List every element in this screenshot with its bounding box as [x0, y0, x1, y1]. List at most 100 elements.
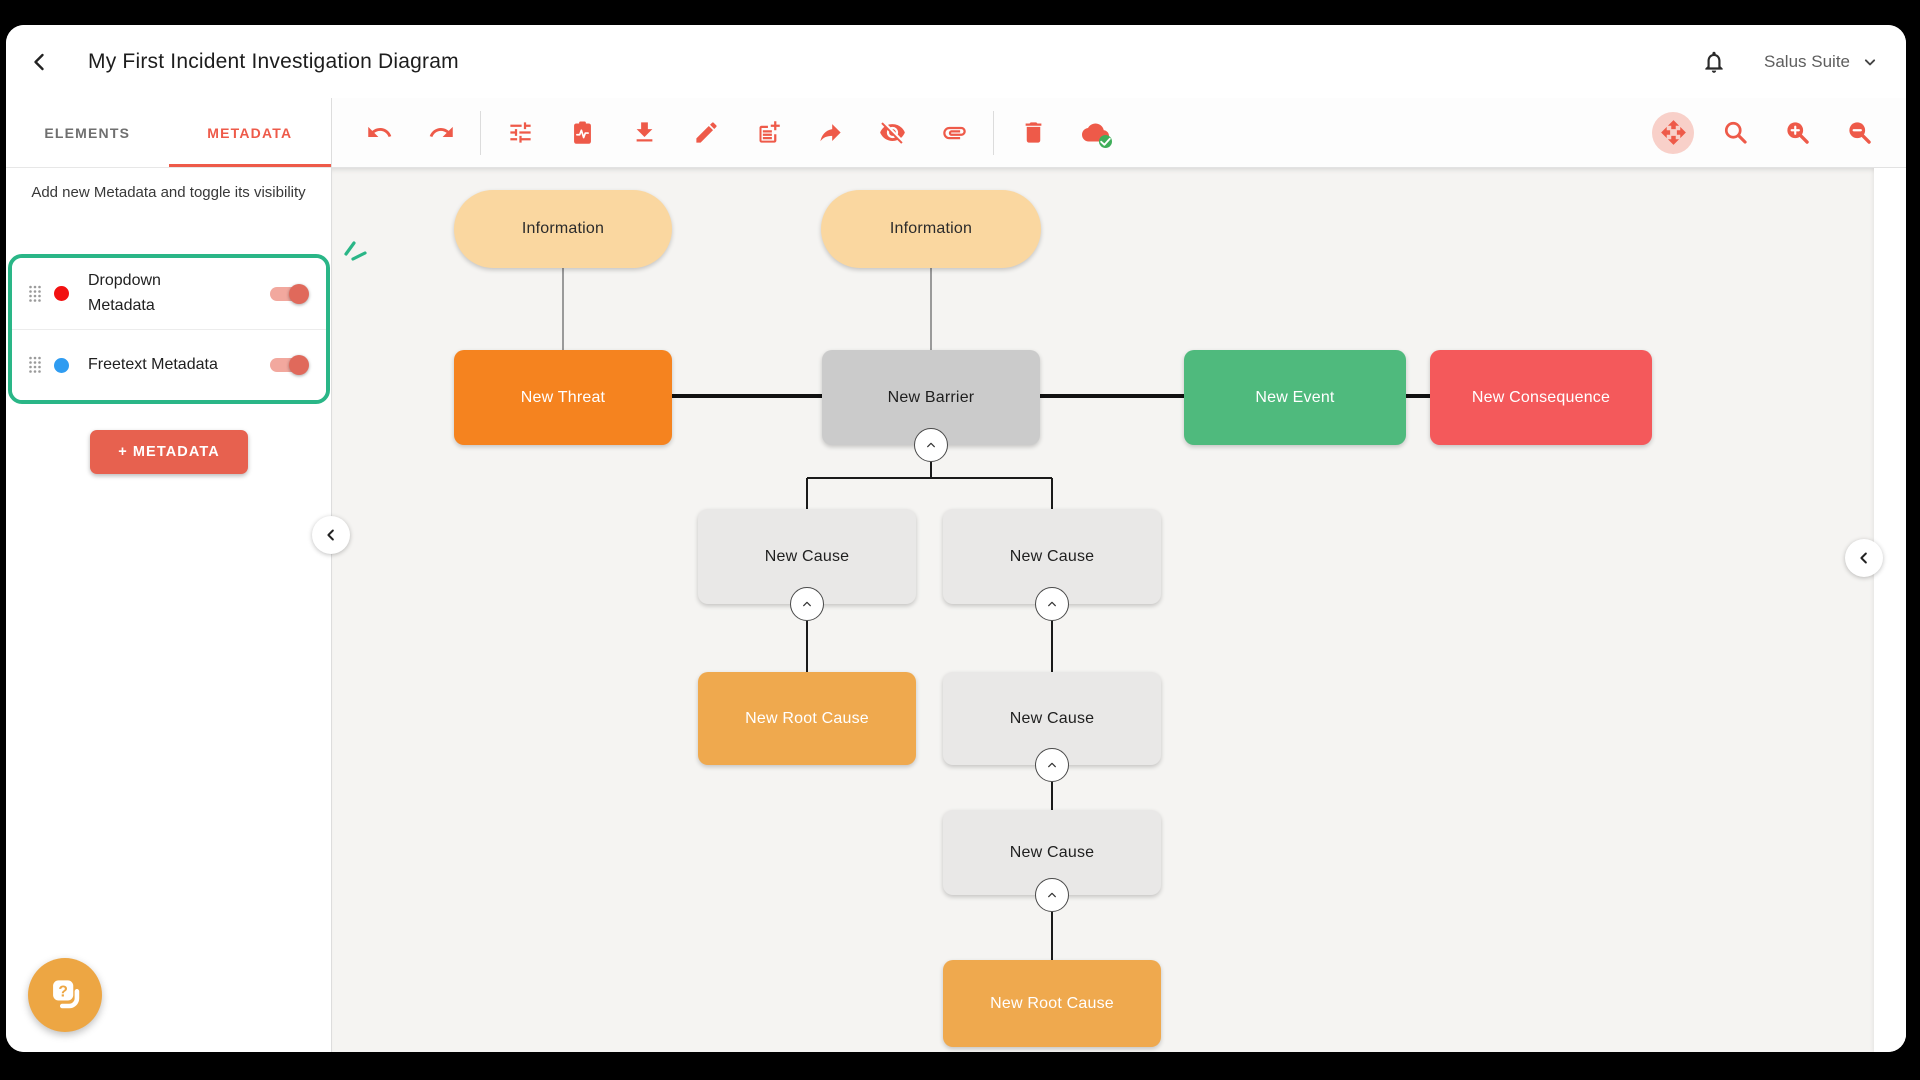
- connector-line: [930, 462, 932, 478]
- draw-icon: [695, 122, 717, 143]
- chevron-up-icon: [1048, 892, 1056, 898]
- delete-icon: [1025, 122, 1041, 143]
- metadata-item-label: Dropdown Metadata: [88, 271, 161, 314]
- incident-report-button[interactable]: [561, 112, 603, 154]
- incident-report-icon: [573, 121, 591, 144]
- search-button[interactable]: [1714, 112, 1756, 154]
- collapse-expand-button[interactable]: [914, 428, 948, 462]
- share-icon: [819, 124, 841, 142]
- undo-icon: [367, 126, 391, 137]
- metadata-item-row: Dropdown Metadata: [12, 258, 326, 329]
- pan-icon: [1660, 120, 1686, 145]
- svg-text:?: ?: [58, 983, 68, 1000]
- zoom-out-icon: [1848, 122, 1871, 144]
- tab-elements[interactable]: ELEMENTS: [44, 124, 131, 141]
- collapsed-right-panel: [1874, 168, 1906, 1052]
- diagram-node-new-root-cause-1[interactable]: New Root Cause: [698, 672, 916, 765]
- zoom-in-icon: [1786, 122, 1809, 144]
- redo-icon: [429, 126, 453, 137]
- chevron-down-icon: [1864, 58, 1876, 65]
- hide-visibility-icon: [879, 122, 905, 144]
- attachment-icon: [942, 126, 966, 140]
- header: My First Incident Investigation Diagram …: [6, 25, 1906, 98]
- undo-button[interactable]: [358, 112, 400, 154]
- connector-line: [807, 477, 1052, 479]
- search-icon: [1724, 121, 1747, 144]
- chevron-up-icon: [1048, 762, 1056, 768]
- add-metadata-button[interactable]: + METADATA: [90, 430, 248, 474]
- diagram-node-information-1[interactable]: Information: [454, 190, 672, 268]
- chevron-left-icon: [327, 529, 334, 541]
- download-button[interactable]: [623, 112, 665, 154]
- metadata-item-label: Freetext Metadata: [88, 355, 218, 373]
- chevron-up-icon: [927, 442, 935, 448]
- sidebar-collapse-button[interactable]: [312, 516, 350, 554]
- highlight-sparkle-icon: [344, 241, 367, 261]
- tab-metadata[interactable]: METADATA: [168, 98, 332, 167]
- cloud-saved-button[interactable]: [1074, 112, 1116, 154]
- share-button[interactable]: [809, 112, 851, 154]
- visibility-toggle[interactable]: [270, 355, 309, 375]
- back-icon: [34, 53, 44, 70]
- visibility-toggle[interactable]: [270, 283, 309, 304]
- cloud-check-badge: [1099, 134, 1112, 148]
- page-title: My First Incident Investigation Diagram: [88, 49, 459, 73]
- drag-handle-icon[interactable]: [28, 285, 42, 303]
- metadata-instruction: Add new Metadata and toggle its visibili…: [31, 184, 306, 201]
- connector-line: [1406, 394, 1430, 398]
- diagram-node-information-2[interactable]: Information: [821, 190, 1041, 268]
- drag-handle-icon[interactable]: [28, 356, 42, 374]
- sidebar-tabs: ELEMENTS METADATA: [6, 98, 331, 168]
- hide-visibility-button[interactable]: [871, 112, 913, 154]
- notifications-button[interactable]: [1692, 40, 1736, 84]
- diagram-node-new-threat[interactable]: New Threat: [454, 350, 672, 445]
- connector-line: [672, 394, 822, 398]
- delete-button[interactable]: [1012, 112, 1054, 154]
- diagram-node-new-event[interactable]: New Event: [1184, 350, 1406, 445]
- metadata-item-row: Freetext Metadata: [12, 329, 326, 400]
- metadata-color-dot: [54, 286, 69, 301]
- zoom-out-button[interactable]: [1838, 112, 1880, 154]
- sidebar: ELEMENTS METADATA Add new Metadata and t…: [6, 98, 332, 1052]
- chevron-left-icon: [1860, 552, 1867, 564]
- back-button[interactable]: [20, 42, 60, 82]
- collapse-expand-button[interactable]: [1035, 878, 1069, 912]
- right-panel-expand-button[interactable]: [1845, 539, 1883, 577]
- account-menu[interactable]: Salus Suite: [1764, 52, 1880, 72]
- app-window: My First Incident Investigation Diagram …: [6, 25, 1906, 1052]
- zoom-in-button[interactable]: [1776, 112, 1818, 154]
- collapse-expand-button[interactable]: [1035, 748, 1069, 782]
- draw-button[interactable]: [685, 112, 727, 154]
- add-note-icon: [759, 121, 780, 143]
- toolbar-divider: [993, 110, 994, 155]
- diagram-node-new-cause-2[interactable]: New Cause: [943, 509, 1161, 604]
- collapse-expand-button[interactable]: [1035, 587, 1069, 621]
- chevron-up-icon: [803, 601, 811, 607]
- connector-line: [930, 268, 932, 350]
- connector-line: [1051, 478, 1053, 509]
- connector-line: [1051, 912, 1053, 960]
- help-icon: ?: [53, 980, 80, 1009]
- pan-button[interactable]: [1652, 111, 1694, 154]
- chevron-up-icon: [1048, 601, 1056, 607]
- tune-button[interactable]: [499, 112, 541, 154]
- diagram-node-new-root-cause-2[interactable]: New Root Cause: [943, 960, 1161, 1047]
- attachment-button[interactable]: [933, 112, 975, 154]
- connector-line: [806, 478, 808, 509]
- bell-icon: [1705, 51, 1723, 73]
- redo-button[interactable]: [420, 112, 462, 154]
- diagram-node-new-consequence[interactable]: New Consequence: [1430, 350, 1652, 445]
- toolbar-divider: [480, 110, 481, 155]
- diagram-toolbar: [332, 98, 1906, 168]
- account-name: Salus Suite: [1764, 51, 1850, 71]
- connector-line: [806, 621, 808, 672]
- add-note-button[interactable]: [747, 112, 789, 154]
- tune-icon: [509, 122, 531, 143]
- collapse-expand-button[interactable]: [790, 587, 824, 621]
- metadata-color-dot: [54, 357, 69, 373]
- help-button[interactable]: ?: [28, 958, 102, 1032]
- connector-line: [1040, 394, 1184, 398]
- connector-line: [1051, 782, 1053, 810]
